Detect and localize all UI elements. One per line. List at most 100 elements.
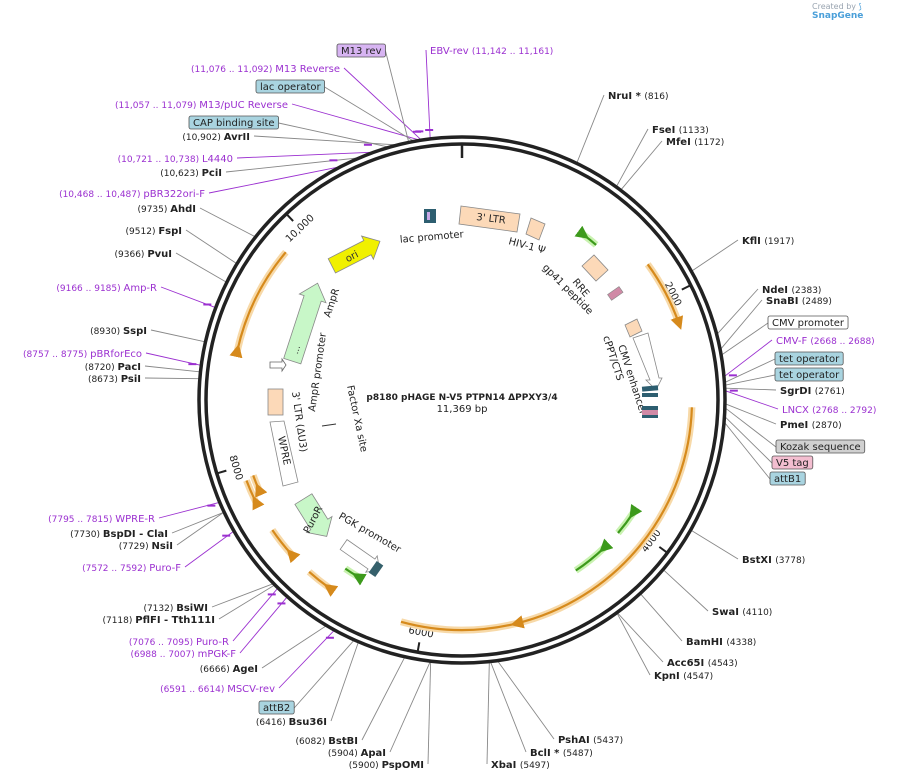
snapgene-credit: Created by ⟆ SnapGene	[812, 2, 908, 21]
feature-box[interactable]: M13 rev	[336, 43, 386, 58]
svg-text:tet operator: tet operator	[779, 370, 840, 381]
primer-label[interactable]: (8757 .. 8775) pBRforEco	[23, 349, 142, 360]
leader-line	[725, 374, 776, 386]
enzyme-label[interactable]: (9366) PvuI	[115, 249, 172, 260]
primer-label[interactable]: (10,468 .. 10,487) pBR322ori-F	[59, 189, 205, 200]
enzyme-label[interactable]: Acc65I (4543)	[667, 658, 738, 669]
enzyme-label[interactable]: (9735) AhdI	[137, 204, 196, 215]
feature-box[interactable]: Kozak sequence	[775, 439, 866, 454]
svg-text:V5 tag: V5 tag	[776, 458, 809, 469]
enzyme-label[interactable]: NruI * (816)	[608, 91, 669, 102]
feature-box[interactable]: CAP binding site	[188, 115, 279, 130]
enzyme-label[interactable]: SnaBI (2489)	[766, 296, 832, 307]
backbone-outer	[197, 135, 727, 665]
primer-label[interactable]: LNCX (2768 .. 2792)	[782, 405, 876, 416]
enzyme-label[interactable]: SgrDI (2761)	[780, 386, 845, 397]
leader-lines	[144, 49, 779, 765]
feature-arc[interactable]	[510, 407, 693, 629]
wpre-feature[interactable]	[269, 420, 299, 487]
enzyme-label[interactable]: KpnI (4547)	[654, 671, 713, 682]
primer-label[interactable]: (6988 .. 7007) mPGK-F	[130, 649, 236, 660]
enzyme-label[interactable]: (8673) PsiI	[88, 374, 141, 385]
feature-arc[interactable]	[245, 480, 265, 511]
enzyme-label[interactable]: BclI * (5487)	[530, 748, 593, 759]
enzyme-label[interactable]: PmeI (2870)	[780, 420, 842, 431]
enzyme-label[interactable]: FseI (1133)	[652, 125, 709, 136]
primer-label[interactable]: (11,076 .. 11,092) M13 Reverse	[191, 64, 340, 75]
feature-arc[interactable]	[252, 475, 268, 498]
enzyme-label[interactable]: (7132) BsiWI	[143, 603, 208, 614]
feature-arc[interactable]	[344, 567, 367, 586]
enzyme-label[interactable]: KflI (1917)	[742, 236, 794, 247]
backbone-inner	[204, 142, 720, 658]
primer-label[interactable]: (11,057 .. 11,079) M13/pUC Reverse	[115, 100, 288, 111]
enzyme-label[interactable]: (8720) PacI	[85, 362, 141, 373]
leader-line	[184, 531, 234, 568]
feature-box[interactable]: tet operator	[774, 351, 844, 366]
feature-arc[interactable]	[646, 263, 684, 330]
enzyme-label[interactable]: (10,623) PciI	[160, 168, 222, 179]
enzyme-label[interactable]: (7729) NsiI	[119, 541, 173, 552]
primer-label[interactable]: (9166 .. 9185) Amp-R	[56, 283, 157, 294]
enzyme-label[interactable]: PshAI (5437)	[558, 735, 623, 746]
primer-label[interactable]: (10,721 .. 10,738) L4440	[118, 154, 233, 165]
feature-box[interactable]: V5 tag	[771, 455, 814, 470]
feature-arc[interactable]	[617, 503, 643, 534]
enzyme-label[interactable]: (7730) BspDI - ClaI	[70, 529, 168, 540]
enzyme-label[interactable]: (10,902) AvrII	[182, 132, 250, 143]
svg-text:Kozak sequence: Kozak sequence	[780, 442, 861, 453]
enzyme-label[interactable]: XbaI (5497)	[491, 760, 550, 771]
plasmid-length: 11,369 bp	[437, 404, 488, 415]
cmv-enhancer-feature[interactable]	[632, 332, 663, 391]
primer-label[interactable]: (7572 .. 7592) Puro-F	[82, 563, 181, 574]
enzyme-label[interactable]: (8930) SspI	[90, 326, 147, 337]
primer-label[interactable]: (6591 .. 6614) MSCV-rev	[160, 684, 275, 695]
enzyme-label[interactable]: (5900) PspOMI	[349, 760, 424, 771]
leader-line	[691, 530, 739, 560]
ampr-feature[interactable]: ...	[279, 279, 331, 366]
enzyme-label[interactable]: BstXI (3778)	[742, 555, 805, 566]
feature-arc[interactable]	[229, 251, 287, 359]
ampr-promoter-marker	[269, 357, 287, 373]
enzyme-label[interactable]: NdeI (2383)	[762, 285, 821, 296]
feature-box[interactable]: lac operator	[255, 79, 325, 94]
leader-line	[425, 49, 431, 138]
leader-line	[724, 339, 773, 377]
enzyme-label[interactable]: (7118) PflFI - Tth111I	[102, 615, 215, 626]
feature-arc[interactable]	[574, 225, 597, 246]
rre-box[interactable]	[581, 254, 609, 282]
ori-feature[interactable]: ori	[326, 230, 386, 278]
enzyme-label[interactable]: SwaI (4110)	[712, 607, 772, 618]
cppt-box[interactable]	[624, 318, 643, 338]
primer-label[interactable]: EBV-rev (11,142 .. 11,161)	[430, 46, 553, 57]
primer-label[interactable]: CMV-F (2668 .. 2688)	[776, 336, 875, 347]
factor-xa-label: Factor Xa site	[344, 384, 369, 453]
enzyme-label[interactable]: (5904) ApaI	[328, 748, 386, 759]
primer-label[interactable]: (7795 .. 7815) WPRE-R	[48, 514, 155, 525]
enzyme-label[interactable]: (6082) BstBI	[296, 736, 359, 747]
leader-line	[218, 585, 275, 620]
feature-box[interactable]: attB1	[769, 471, 806, 486]
enzyme-label[interactable]: (6666) AgeI	[200, 664, 258, 675]
feature-arc[interactable]	[575, 538, 614, 572]
feature-arc[interactable]	[271, 529, 301, 564]
gp41-marker	[607, 286, 624, 301]
puror-feature[interactable]	[291, 491, 340, 544]
enzyme-label[interactable]: MfeI (1172)	[666, 137, 724, 148]
leader-line	[330, 642, 359, 722]
ltr3-feature[interactable]	[458, 205, 521, 233]
feature-box[interactable]: attB2	[258, 700, 295, 715]
svg-text:attB2: attB2	[263, 703, 290, 714]
feature-box[interactable]: CMV promoter	[767, 315, 849, 330]
attb1-marker	[642, 415, 658, 418]
enzyme-label[interactable]: (9512) FspI	[126, 226, 182, 237]
hiv-psi-box[interactable]	[525, 217, 546, 241]
enzyme-label[interactable]: BamHI (4338)	[686, 637, 756, 648]
feature-arc[interactable]	[308, 570, 339, 597]
leader-line	[261, 625, 326, 669]
feature-arc[interactable]	[400, 615, 525, 632]
enzyme-label[interactable]: (6416) Bsu36I	[256, 717, 327, 728]
feature-box[interactable]: tet operator	[774, 367, 844, 382]
ltr-du3-box[interactable]	[267, 388, 284, 416]
primer-label[interactable]: (7076 .. 7095) Puro-R	[129, 637, 229, 648]
